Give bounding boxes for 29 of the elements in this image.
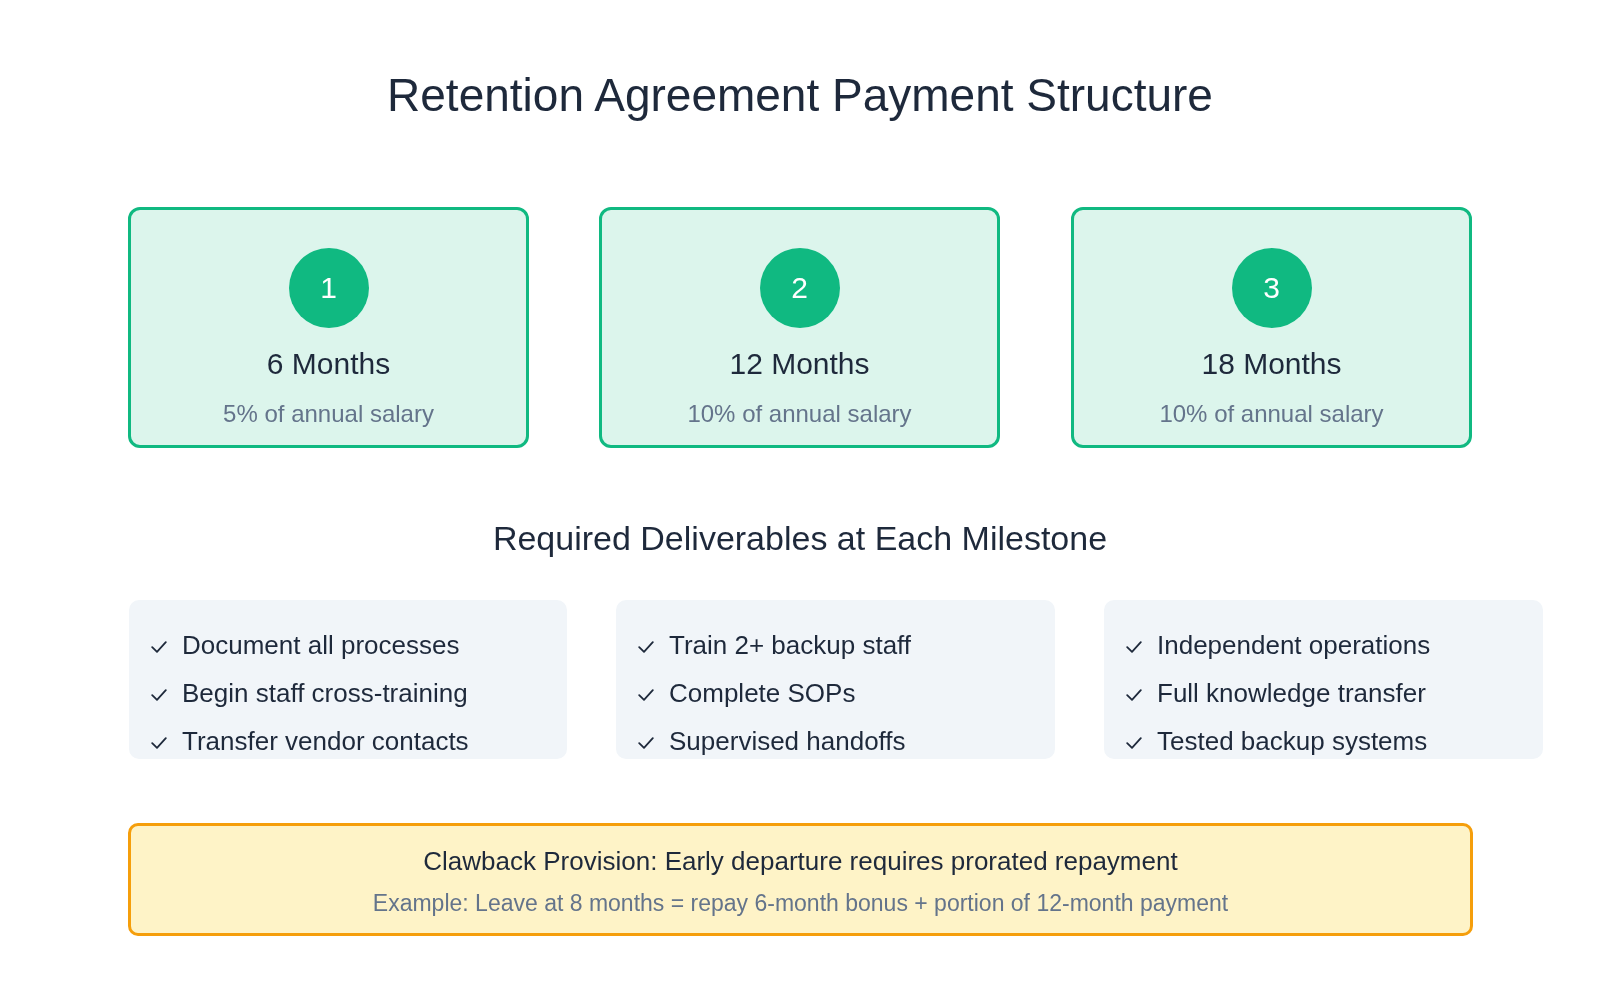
deliverables-panel (129, 600, 567, 759)
deliverable-item: Full knowledge transfer (1157, 679, 1426, 709)
deliverable-item: Tested backup systems (1157, 727, 1428, 757)
milestone-period: 12 Months (729, 346, 870, 382)
milestone-card (599, 207, 1000, 448)
step-number-circle: 3 (1231, 248, 1312, 328)
deliverables-panel (616, 600, 1055, 759)
milestone-card (128, 207, 529, 448)
step-number-circle: 1 (288, 248, 369, 328)
deliverable-item: Complete SOPs (669, 679, 856, 709)
deliverable-item: Begin staff cross-training (182, 679, 468, 709)
step-number-circle: 2 (759, 248, 840, 328)
deliverable-item: Supervised handoffs (669, 727, 906, 757)
diagram-title: Retention Agreement Payment Structure (387, 68, 1213, 122)
deliverables-panel (1104, 600, 1543, 759)
clawback-note-box (128, 823, 1473, 936)
note-heading: Clawback Provision: Early departure requires prorated repayment (423, 847, 1178, 877)
milestone-period: 6 Months (266, 346, 391, 382)
payment-percentage: 10% of annual salary (1159, 400, 1384, 428)
deliverable-item: Train 2+ backup staff (669, 631, 912, 661)
note-example: Example: Leave at 8 months = repay 6-month bonus + portion of 12-month payment (372, 889, 1229, 917)
milestone-card (1071, 207, 1472, 448)
deliverable-item: Document all processes (182, 631, 460, 661)
deliverable-item: Transfer vendor contacts (182, 727, 469, 757)
deliverable-item: Independent operations (1157, 631, 1431, 661)
milestone-period: 18 Months (1201, 346, 1342, 382)
section-heading: Required Deliverables at Each Milestone (492, 519, 1108, 559)
payment-percentage: 5% of annual salary (223, 400, 434, 428)
payment-percentage: 10% of annual salary (687, 400, 912, 428)
